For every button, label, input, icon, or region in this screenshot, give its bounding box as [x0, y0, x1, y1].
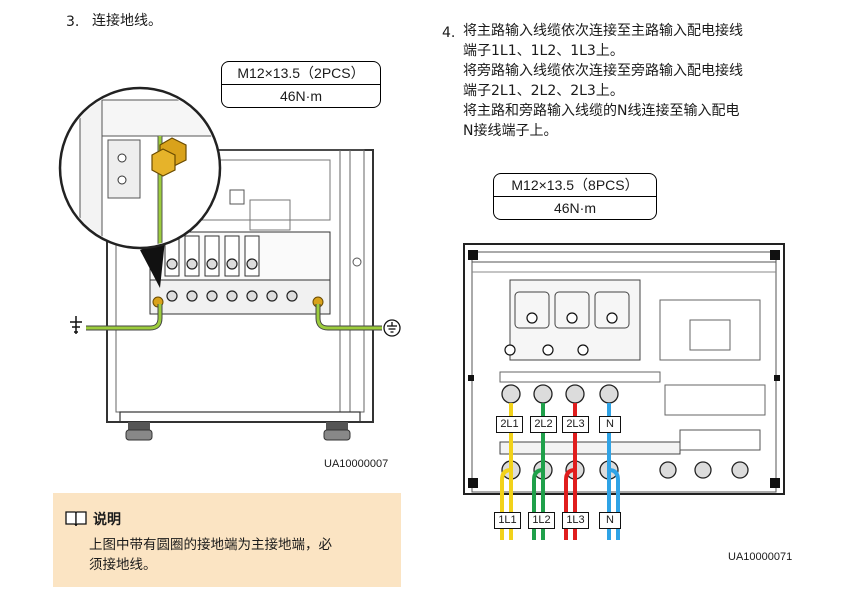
- bolt-spec: M12×13.5（2PCS）: [222, 62, 380, 85]
- note-title: 说明: [93, 512, 121, 528]
- terminal-label-n-bypass: N: [599, 416, 621, 433]
- terminal-label-1l2: 1L2: [528, 512, 555, 529]
- note-line: 上图中带有圆圈的接地端为主接地端，必: [89, 537, 332, 553]
- terminal-label-1l3: 1L3: [562, 512, 589, 529]
- note-box: 说明 上图中带有圆圈的接地端为主接地端，必 须接地线。: [53, 493, 401, 587]
- terminal-label-1l1: 1L1: [494, 512, 521, 529]
- step-3-number: 3.: [66, 14, 80, 30]
- step-4-number: 4.: [442, 25, 456, 41]
- torque-value: 46N·m: [279, 88, 322, 104]
- step-4-line: 将主路和旁路输入线缆的N线连接至输入配电: [463, 103, 740, 119]
- step-3-torque-spec: M12×13.5（2PCS） 46N·m: [221, 61, 381, 108]
- figure-code-left: UA10000007: [324, 458, 389, 470]
- note-line: 须接地线。: [89, 557, 157, 573]
- step-4-line: 将旁路输入线缆依次连接至旁路输入配电接线: [463, 63, 743, 79]
- step-4-line: 将主路输入线缆依次连接至主路输入配电接线: [463, 23, 743, 39]
- step-4-line: 端子1L1、1L2、1L3上。: [463, 43, 624, 59]
- step-4-line: N接线端子上。: [463, 123, 558, 139]
- terminal-label-n-main: N: [599, 512, 621, 529]
- note-body: 上图中带有圆圈的接地端为主接地端，必 须接地线。: [89, 535, 389, 575]
- terminal-label-2l3: 2L3: [562, 416, 589, 433]
- torque-value: 46N·m: [553, 200, 596, 216]
- terminal-label-2l1: 2L1: [496, 416, 523, 433]
- step-4-line: 端子2L1、2L2、2L3上。: [463, 83, 624, 99]
- bolt-spec: M12×13.5（8PCS）: [494, 174, 656, 197]
- step-3-text: 连接地线。: [92, 13, 162, 29]
- step-4-torque-spec: M12×13.5（8PCS） 46N·m: [493, 173, 657, 220]
- book-icon: [65, 511, 87, 527]
- ground-wire-illustration: [58, 86, 401, 441]
- figure-code-right: UA10000071: [728, 551, 793, 563]
- step-4-text: 将主路输入线缆依次连接至主路输入配电接线 端子1L1、1L2、1L3上。 将旁路…: [463, 21, 743, 141]
- terminal-label-2l2: 2L2: [530, 416, 557, 433]
